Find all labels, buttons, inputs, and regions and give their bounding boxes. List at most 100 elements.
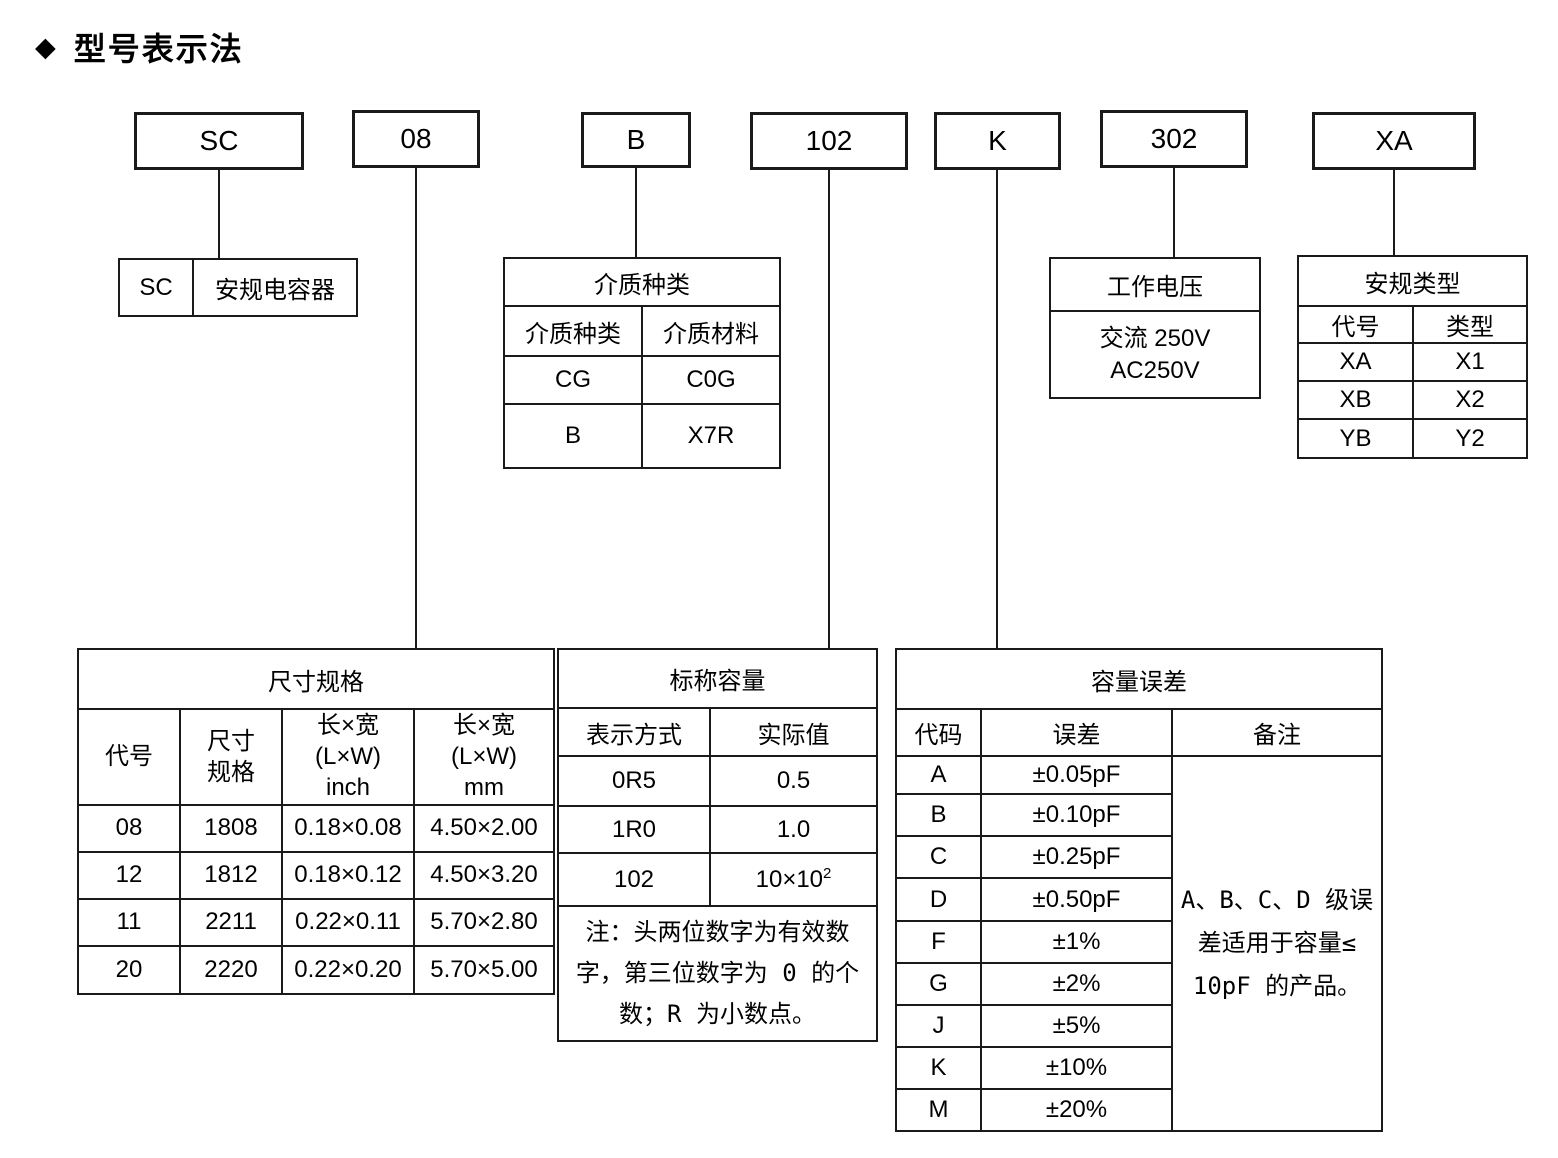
cell-tolerance-code: J	[895, 1004, 982, 1048]
cell-tolerance-code: B	[895, 793, 982, 837]
cell-size-mm: 5.70×2.80	[413, 897, 555, 947]
column-header: 误差	[980, 708, 1173, 757]
cell-capacitance-code: 0R5	[557, 755, 711, 807]
cell-size-spec: 2220	[179, 944, 283, 995]
table-title: 标称容量	[557, 648, 878, 709]
connector-line-safety	[1393, 170, 1395, 256]
cell-size-spec: 2211	[179, 897, 283, 947]
code-box-safety-code: XA	[1312, 112, 1476, 170]
column-header: 类型	[1412, 305, 1528, 344]
series-meaning-table: SC 安规电容器	[118, 258, 358, 317]
cell-series-meaning: 安规电容器	[192, 258, 358, 317]
cell-voltage-value: 交流 250V AC250V	[1049, 310, 1261, 399]
connector-line-voltage	[1173, 168, 1175, 258]
connector-line-dielectric	[635, 168, 637, 258]
cell-tolerance-value: ±20%	[980, 1088, 1173, 1132]
column-header: 代码	[895, 708, 982, 757]
column-header: 实际值	[709, 707, 878, 757]
connector-line-capacitance	[828, 170, 830, 648]
cell-dielectric-type: CG	[503, 355, 643, 405]
cell-tolerance-code: F	[895, 920, 982, 964]
cell-size-inch: 0.22×0.20	[281, 944, 415, 995]
cell-tolerance-code: A	[895, 755, 982, 795]
column-header: 长×宽 (L×W) inch	[281, 708, 415, 806]
cell-tolerance-value: ±0.50pF	[980, 877, 1173, 922]
cell-tolerance-code: G	[895, 962, 982, 1006]
nominal-capacitance-table: 标称容量 表示方式 实际值 0R5 0.5 1R0 1.0 102 10×102…	[557, 648, 878, 1042]
cell-capacitance-value: 1.0	[709, 805, 878, 854]
cell-tolerance-value: ±0.05pF	[980, 755, 1173, 795]
cell-capacitance-code: 102	[557, 852, 711, 907]
table-title: 工作电压	[1049, 257, 1261, 312]
column-header: 备注	[1171, 708, 1383, 757]
cell-size-code: 11	[77, 897, 181, 947]
safety-type-table: 安规类型 代号 类型 XA X1 XB X2 YB Y2	[1297, 255, 1528, 459]
section-title-text: 型号表示法	[73, 31, 244, 67]
cell-capacitance-value: 10×102	[709, 852, 878, 907]
column-header: 代号	[1297, 305, 1414, 344]
table-title: 尺寸规格	[77, 648, 555, 710]
cell-series-code: SC	[118, 258, 194, 317]
column-header: 代号	[77, 708, 181, 806]
cell-size-code: 12	[77, 850, 181, 900]
cell-size-mm: 4.50×2.00	[413, 803, 555, 853]
cell-tolerance-value: ±0.10pF	[980, 793, 1173, 837]
table-title: 容量误差	[895, 648, 1383, 710]
cell-capacitance-value: 0.5	[709, 755, 878, 807]
cell-safety-type: Y2	[1412, 418, 1528, 459]
value-exponent: 2	[823, 864, 832, 882]
cell-tolerance-value: ±10%	[980, 1046, 1173, 1090]
capacitance-note: 注：头两位数字为有效数 字，第三位数字为 0 的个 数；R 为小数点。	[557, 905, 878, 1042]
cell-dielectric-material: X7R	[641, 403, 781, 469]
cell-tolerance-code: C	[895, 835, 982, 879]
code-box-size-code: 08	[352, 110, 480, 168]
table-title: 介质种类	[503, 257, 781, 307]
cell-size-code: 20	[77, 944, 181, 995]
cell-safety-type: X1	[1412, 342, 1528, 382]
cell-safety-code: XA	[1297, 342, 1414, 382]
code-box-series: SC	[134, 112, 304, 170]
diamond-bullet-icon: ◆	[35, 31, 56, 62]
column-header: 表示方式	[557, 707, 711, 757]
cell-tolerance-code: D	[895, 877, 982, 922]
cell-safety-code: YB	[1297, 418, 1414, 459]
cell-tolerance-code: M	[895, 1088, 982, 1132]
size-spec-table: 尺寸规格 代号 尺寸 规格 长×宽 (L×W) inch 长×宽 (L×W) m…	[77, 648, 555, 995]
cell-tolerance-value: ±2%	[980, 962, 1173, 1006]
cell-tolerance-value: ±5%	[980, 1004, 1173, 1048]
cell-safety-type: X2	[1412, 380, 1528, 420]
column-header: 长×宽 (L×W) mm	[413, 708, 555, 806]
cell-tolerance-value: ±0.25pF	[980, 835, 1173, 879]
column-header: 介质材料	[641, 305, 781, 357]
code-box-capacitance-code: 102	[750, 112, 908, 170]
cell-size-inch: 0.18×0.08	[281, 803, 415, 853]
working-voltage-table: 工作电压 交流 250V AC250V	[1049, 257, 1261, 399]
cell-tolerance-code: K	[895, 1046, 982, 1090]
capacitance-tolerance-table: 容量误差 代码 误差 备注 A ±0.05pF A、B、C、D 级误差适用于容量…	[895, 648, 1383, 1132]
cell-dielectric-type: B	[503, 403, 643, 469]
cell-size-inch: 0.18×0.12	[281, 850, 415, 900]
value-base: 10×10	[755, 865, 824, 893]
connector-line-series	[218, 170, 220, 258]
tolerance-remark: A、B、C、D 级误差适用于容量≤ 10pF 的产品。	[1171, 755, 1383, 1132]
connector-line-size	[415, 168, 417, 648]
cell-dielectric-material: C0G	[641, 355, 781, 405]
code-box-tolerance-code: K	[934, 112, 1061, 170]
code-box-voltage-code: 302	[1100, 110, 1248, 168]
cell-tolerance-value: ±1%	[980, 920, 1173, 964]
cell-size-inch: 0.22×0.11	[281, 897, 415, 947]
cell-size-mm: 5.70×5.00	[413, 944, 555, 995]
section-title: ◆ 型号表示法	[35, 24, 244, 70]
table-title: 安规类型	[1297, 255, 1528, 307]
cell-size-spec: 1812	[179, 850, 283, 900]
dielectric-type-table: 介质种类 介质种类 介质材料 CG C0G B X7R	[503, 257, 781, 469]
cell-size-spec: 1808	[179, 803, 283, 853]
column-header: 尺寸 规格	[179, 708, 283, 806]
code-box-dielectric-code: B	[581, 112, 691, 168]
column-header: 介质种类	[503, 305, 643, 357]
cell-safety-code: XB	[1297, 380, 1414, 420]
cell-size-code: 08	[77, 803, 181, 853]
connector-line-tolerance	[996, 170, 998, 648]
cell-capacitance-code: 1R0	[557, 805, 711, 854]
